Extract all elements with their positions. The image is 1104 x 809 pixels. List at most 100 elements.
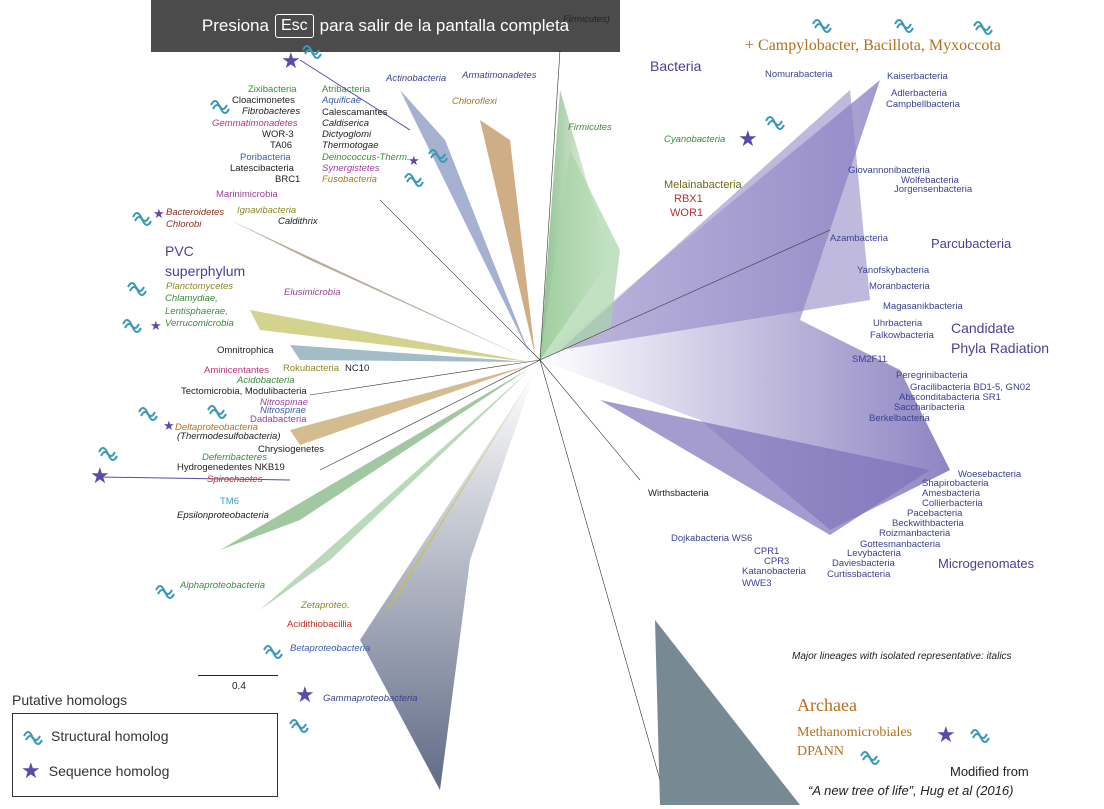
label-wirths: Wirthsbacteria: [648, 488, 709, 499]
scale-bar: [198, 675, 278, 676]
firmicutes-wedge: [540, 150, 620, 360]
molecule-icon: [765, 116, 785, 130]
label-caldis: Caldiserica: [322, 118, 369, 129]
label-roizman: Roizmanbacteria: [879, 528, 951, 539]
star-icon: ★: [153, 206, 165, 221]
label-armati: Armatimonadetes: [462, 70, 537, 81]
label-atri: Atribacteria: [322, 84, 371, 95]
label-collier: Collierbacteria: [922, 498, 983, 509]
legend: Structural homolog ★ Sequence homolog: [12, 713, 278, 797]
label-sacchar: Saccharibacteria: [894, 402, 965, 413]
label-cyano: Cyanobacteria: [664, 134, 726, 145]
molecule-icon: [263, 645, 283, 659]
molecule-icon: [302, 45, 322, 59]
citation: “A new tree of life”, Hug et al (2016): [808, 783, 1014, 798]
molecule-icon: [860, 751, 880, 765]
molecule-icon: [210, 100, 230, 114]
label-yanofsky: Yanofskybacteria: [857, 265, 930, 276]
label-verruco: Verrucomicrobia: [165, 318, 234, 329]
label-dojka: Dojkabacteria WS6: [671, 533, 753, 544]
esc-key[interactable]: Esc: [274, 14, 314, 38]
archaea-wedge: [655, 620, 800, 805]
molecule-icon: [23, 731, 43, 745]
label-firmic: Firmicutes: [568, 122, 612, 133]
star-icon: ★: [163, 418, 175, 433]
epsilon-wedge: [220, 368, 530, 550]
zeta-wedge: [380, 372, 535, 620]
star-icon: ★: [21, 758, 41, 783]
molecule-icon: [122, 319, 142, 333]
label-nitrospirae: Nitrospirae: [260, 405, 306, 416]
label-chlorof: Chloroflexi: [452, 96, 497, 107]
toast-prefix: Presiona: [201, 16, 269, 35]
archaea-heading: Archaea: [797, 695, 857, 715]
label-dada: Dadabacteria: [250, 414, 307, 425]
label-rokuba: Rokubacteria: [283, 363, 339, 374]
star-icon: ★: [281, 48, 301, 73]
parcu-heading: Parcubacteria: [931, 236, 1012, 251]
methano-label: Methanomicrobiales: [797, 725, 913, 740]
label-hydrog: Hydrogenedentes NKB19: [177, 462, 285, 473]
label-zixi: Zixibacteria: [248, 84, 297, 95]
label-plancto: Planctomycetes: [166, 281, 234, 292]
label-gracili: Gracilibacteria BD1-5, GN02: [910, 382, 1031, 393]
label-firmicutes-top: Firmicutes): [563, 14, 610, 25]
molecule-icon: [894, 19, 914, 33]
label-ames: Amesbacteria: [922, 488, 981, 499]
label-peregr: Peregrinibacteria: [896, 370, 968, 381]
label-alpha: Alphaproteobacteria: [180, 580, 266, 591]
molecule-icon: [289, 719, 309, 733]
star-icon: ★: [90, 463, 110, 488]
micro-heading: Microgenomates: [938, 556, 1035, 571]
label-tm6: TM6: [220, 496, 239, 507]
label-moran: Moranbacteria: [869, 281, 930, 292]
label-katano: Katanobacteria: [742, 566, 806, 577]
label-beckwith: Beckwithbacteria: [892, 518, 964, 529]
label-omnitro: Omnitrophica: [217, 345, 274, 356]
label-campbell: Campbellbacteria: [886, 99, 960, 110]
molecule-icon: [207, 405, 227, 419]
legend-row-structural: Structural homolog: [21, 726, 169, 746]
legend-structural-label: Structural homolog: [51, 728, 169, 744]
label-spiro: Spirochaetes: [207, 474, 263, 485]
label-aminic: Aminicentantes: [204, 365, 269, 376]
star-icon: ★: [738, 126, 758, 151]
fullscreen-toast: Presiona Esc para salir de la pantalla c…: [151, 0, 620, 52]
dpann-label: DPANN: [797, 744, 844, 759]
label-berkel: Berkelbacteria: [869, 413, 930, 424]
label-brc1: BRC1: [275, 174, 301, 185]
label-magasanik: Magasanikbacteria: [883, 301, 963, 312]
label-davies: Daviesbacteria: [832, 558, 895, 569]
label-acido: Acidobacteria: [237, 375, 295, 386]
molecule-icon: [132, 212, 152, 226]
label-gamma: Gammaproteobacteria: [323, 693, 418, 704]
label-thermot: Thermotogae: [322, 140, 379, 151]
molecule-icon: [138, 407, 158, 421]
label-bactero: Bacteroidetes: [166, 207, 225, 218]
label-cloac: Cloacimonetes: [232, 95, 295, 106]
label-pace: Pacebacteria: [907, 508, 963, 519]
bacteria-heading: Bacteria: [650, 58, 702, 74]
label-fuso: Fusobacteria: [322, 174, 377, 185]
label-acidith: Acidithiobacillia: [287, 619, 352, 630]
label-tectomi: Tectomicrobia, Modulibacteria: [181, 386, 307, 397]
legend-row-sequence: ★ Sequence homolog: [21, 760, 169, 782]
label-deltapro: Deltaproteobacteria: [175, 422, 258, 433]
molecule-icon: [973, 21, 993, 35]
scale-label: 0.4: [232, 681, 246, 692]
label-absconditab: Absconditabacteria SR1: [899, 392, 1001, 403]
molecule-icon: [970, 729, 990, 743]
label-adler: Adlerbacteria: [891, 88, 947, 99]
label-kaiser: Kaiserbacteria: [887, 71, 948, 82]
label-synerg: Synergistetes: [322, 163, 380, 174]
label-melaina: Melainabacteria: [664, 179, 742, 191]
label-thermodes: (Thermodesulfobacteria): [177, 431, 281, 442]
label-wor1: WOR1: [670, 207, 703, 219]
star-icon: ★: [150, 318, 162, 333]
label-pori: Poribacteria: [240, 152, 291, 163]
star-icon: ★: [936, 722, 956, 747]
label-rbx1: RBX1: [674, 193, 703, 205]
label-chlorobi: Chlorobi: [166, 219, 202, 230]
label-falkow: Falkowbacteria: [870, 330, 934, 341]
italics-note: Major lineages with isolated representat…: [792, 651, 1012, 662]
